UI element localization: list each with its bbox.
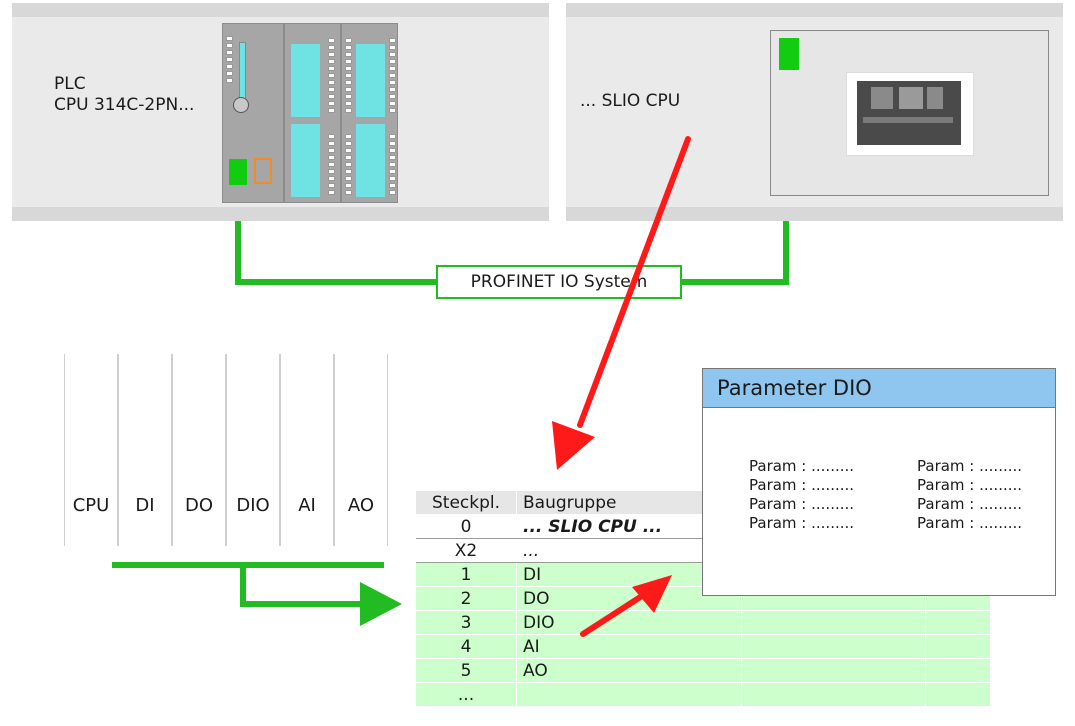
slot-label-dio: DIO <box>236 495 270 516</box>
row-slot: 2 <box>416 586 517 611</box>
slot-di <box>118 354 172 546</box>
param-entry: Param : ......... <box>749 495 855 513</box>
arrow-slio-to-table-head <box>552 421 595 470</box>
table-row[interactable]: 5 AO <box>416 658 990 683</box>
plc-panel-bottom-strip <box>12 207 549 221</box>
parameter-window[interactable]: Parameter DIO Param : ......... Param : … <box>702 368 1056 596</box>
row-module: AO <box>516 658 742 683</box>
io-module-1 <box>284 23 341 203</box>
slot-dio <box>226 354 280 546</box>
cpu-module <box>222 23 284 203</box>
param-entry: Param : ......... <box>917 495 1023 513</box>
param-column-left: Param : ......... Param : ......... Para… <box>749 457 854 533</box>
row-slot: ... <box>416 682 517 707</box>
io-module-2 <box>341 23 398 203</box>
slot-label-cpu: CPU <box>72 495 110 516</box>
plc-panel-top-strip <box>12 3 549 17</box>
slot-ao <box>334 354 388 546</box>
row-slot: 0 <box>416 514 517 539</box>
param-entry: Param : ......... <box>917 476 1023 494</box>
row-slot: 1 <box>416 562 517 587</box>
slio-panel-top-strip <box>566 3 1063 17</box>
mode-switch-icon <box>233 97 249 113</box>
param-entry: Param : ......... <box>749 514 855 532</box>
slio-device-image <box>846 72 974 156</box>
slio-status-led <box>779 38 799 70</box>
param-entry: Param : ......... <box>917 514 1023 532</box>
cpu-led-column <box>226 36 233 85</box>
slio-label: ... SLIO CPU <box>580 91 681 111</box>
plc-label: PLC CPU 314C-2PN... <box>54 74 194 116</box>
slot-ai <box>280 354 334 546</box>
slot-do <box>172 354 226 546</box>
header-steckpl: Steckpl. <box>416 491 517 515</box>
profinet-label: PROFINET IO System <box>436 265 682 299</box>
run-led-green <box>229 159 247 185</box>
slot-label-ai: AI <box>298 495 316 516</box>
slot-label-ao: AO <box>347 495 375 516</box>
row-slot: 5 <box>416 658 517 683</box>
slio-device-box <box>770 30 1049 196</box>
row-module: DIO <box>516 610 742 635</box>
arrow-slio-to-table <box>577 136 691 428</box>
ethernet-port-orange <box>254 158 272 184</box>
header-baugruppe: Baugruppe <box>516 491 742 515</box>
row-module <box>516 682 742 707</box>
table-row[interactable]: 3 DIO <box>416 610 990 635</box>
slio-panel-bottom-strip <box>566 207 1063 221</box>
parameter-window-title: Parameter DIO <box>703 369 1055 408</box>
row-slot: 4 <box>416 634 517 659</box>
row-module: AI <box>516 634 742 659</box>
param-column-right: Param : ......... Param : ......... Para… <box>917 457 1022 533</box>
slot-label-di: DI <box>135 495 155 516</box>
plc-panel: PLC CPU 314C-2PN... <box>12 3 549 221</box>
param-entry: Param : ......... <box>917 457 1023 475</box>
arrow-dio-to-params <box>580 591 648 637</box>
row-slot: 3 <box>416 610 517 635</box>
slio-panel: ... SLIO CPU <box>566 3 1063 221</box>
table-row[interactable]: 4 AI <box>416 634 990 659</box>
row-slot: X2 <box>416 538 517 563</box>
plc-label-line1: PLC <box>54 74 86 94</box>
param-entry: Param : ......... <box>749 476 855 494</box>
table-row[interactable]: ... <box>416 682 990 707</box>
plc-label-line2: CPU 314C-2PN... <box>54 95 195 115</box>
param-entry: Param : ......... <box>749 457 855 475</box>
slot-label-do: DO <box>184 495 214 516</box>
arrow-dio-to-params-head <box>632 575 672 613</box>
slot-cpu <box>64 354 118 546</box>
